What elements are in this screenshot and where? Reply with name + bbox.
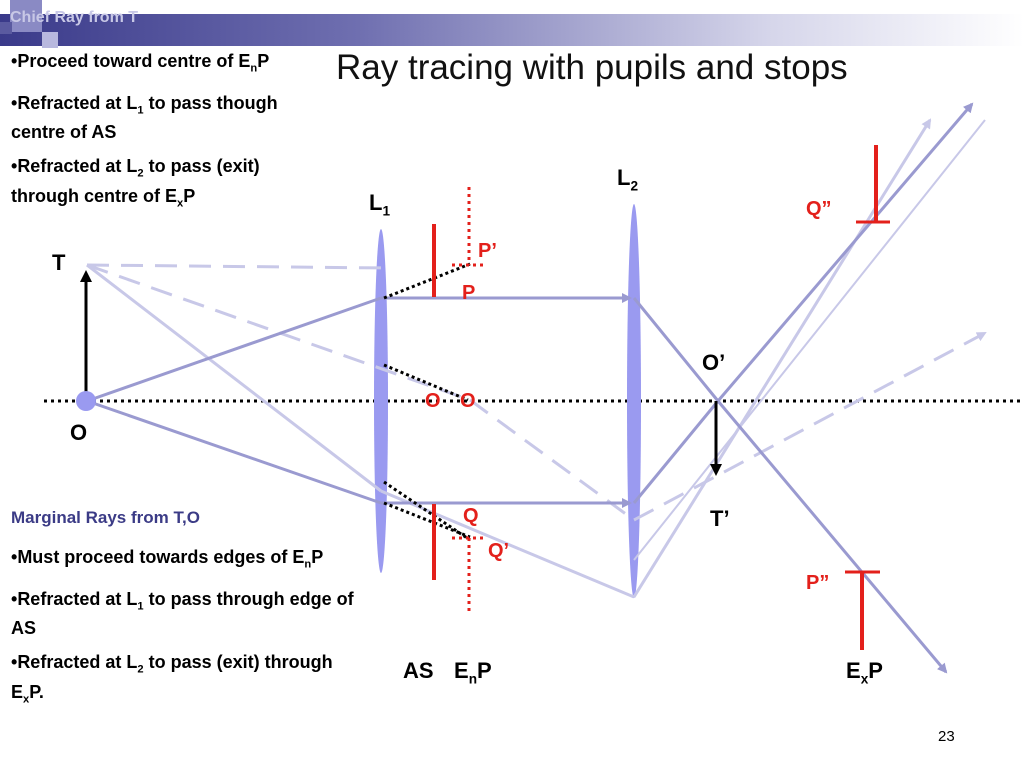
ray-o-to-l1-upper <box>86 296 382 403</box>
label-o-red-right: O <box>460 390 476 412</box>
label-as: AS <box>403 658 434 683</box>
label-l2: L2 <box>617 165 639 194</box>
label-p-double-prime: P” <box>806 572 830 594</box>
label-enp: EnP <box>454 658 492 687</box>
label-o-prime: O’ <box>702 350 726 375</box>
chief-ray-bullets: •Proceed toward centre of EnP •Refracted… <box>11 50 311 226</box>
ray-l2-upper-to-o-prime <box>632 297 720 402</box>
label-exp: ExP <box>846 658 883 687</box>
point-o <box>76 391 96 411</box>
label-q-double-prime: Q” <box>806 198 832 220</box>
light-ray-l1-to-l2-bottom <box>380 489 635 599</box>
label-q-prime: Q’ <box>488 540 510 562</box>
marginal-bullet-1: •Must proceed towards edges of EnP <box>11 547 324 571</box>
light-ray-l2-to-top <box>632 118 932 598</box>
label-o: O <box>70 420 88 445</box>
header-deco-square-1 <box>10 0 42 32</box>
ray-o-prime-to-upper-right <box>716 102 974 402</box>
page-number: 23 <box>938 728 955 745</box>
label-q: Q <box>463 505 479 527</box>
chief-bullet-1: •Proceed toward centre of EnP <box>11 51 270 75</box>
header-deco-square-2 <box>42 32 58 48</box>
chief-bullet-2: •Refracted at L1 to pass though centre o… <box>11 92 278 143</box>
dotted-l1-to-q-prime-a <box>383 480 471 542</box>
light-ray-t-to-lower-l1 <box>86 263 382 493</box>
marginal-bullet-3: •Refracted at L2 to pass (exit) through … <box>11 652 333 706</box>
label-l1: L1 <box>369 190 391 219</box>
light-ray-secondary <box>633 119 986 561</box>
label-p-prime: P’ <box>478 240 497 262</box>
header-deco-square-3 <box>0 22 12 34</box>
section-heading: Chief Ray from T <box>10 9 139 26</box>
marginal-ray-bullets: •Must proceed towards edges of EnP •Refr… <box>11 546 361 722</box>
dotted-l1-to-q-prime-b <box>383 501 471 539</box>
ray-o-prime-to-lower-right <box>716 400 948 674</box>
dotted-l1-to-p-prime <box>383 262 471 300</box>
label-p: P <box>462 282 476 304</box>
label-t: T <box>52 250 66 275</box>
chief-bullet-3: •Refracted at L2 to pass (exit) through … <box>11 156 260 210</box>
lens-l1 <box>374 229 388 573</box>
marginal-rays-heading: Marginal Rays from T,O <box>11 508 200 527</box>
ray-o-to-l1-lower <box>86 399 382 505</box>
dashed-ray-upper-entry <box>86 263 391 270</box>
header-gradient-bar <box>0 14 1024 46</box>
ray-l2-lower-to-o-prime <box>632 400 720 504</box>
label-o-red-left: O <box>425 390 441 412</box>
slide-title: Ray tracing with pupils and stops <box>336 48 848 87</box>
lens-l2 <box>627 204 641 598</box>
label-t-prime: T’ <box>710 506 730 531</box>
marginal-bullet-2: •Refracted at L1 to pass through edge of… <box>11 588 354 639</box>
